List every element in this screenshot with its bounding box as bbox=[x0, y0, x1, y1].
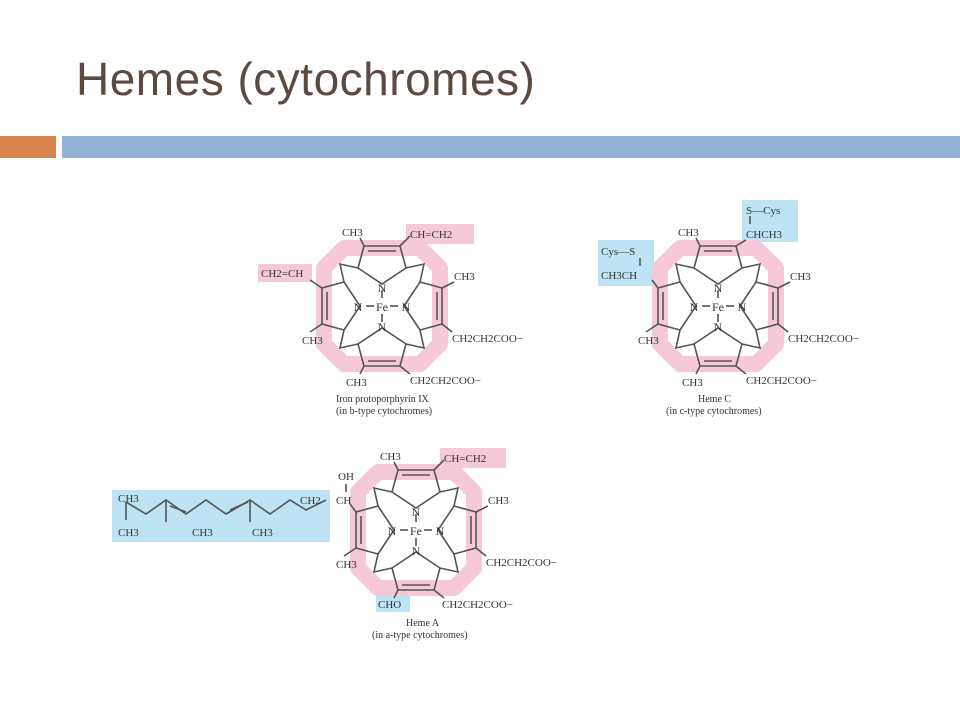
sub-left-upper-b: CH3CH bbox=[601, 270, 637, 282]
vinyl-highlight-top bbox=[440, 448, 506, 468]
sub-chain-ch: CH bbox=[336, 495, 351, 507]
sub-left-lower: CH3 bbox=[336, 559, 357, 571]
n-atom-top: N bbox=[714, 281, 723, 295]
n-atom-bottom: N bbox=[714, 320, 723, 334]
sub-top-right-b: CHCH3 bbox=[746, 229, 783, 241]
sub-top-right: CH=CH2 bbox=[444, 453, 486, 465]
sub-top-right: CH=CH2 bbox=[410, 229, 452, 241]
cys-highlight-top bbox=[742, 200, 798, 242]
molecule-protoporphyrin: Fe N N N N CH3 CH=CH2 CH2=CH CH3 CH3 CH2… bbox=[258, 224, 523, 417]
sub-top-left: CH3 bbox=[342, 227, 363, 239]
sub-bottom-right: CH2CH2COO− bbox=[410, 375, 481, 387]
slide-title: Hemes (cytochromes) bbox=[76, 53, 536, 105]
sub-bottom-right: CH2CH2COO− bbox=[442, 599, 513, 611]
caption-line1: Iron protoporphyrin IX bbox=[336, 394, 430, 405]
vinyl-highlight-top bbox=[406, 224, 474, 244]
sub-right-lower: CH2CH2COO− bbox=[452, 333, 523, 345]
accent-bar-orange bbox=[0, 136, 56, 158]
formyl-highlight bbox=[376, 594, 410, 612]
accent-bar-blue bbox=[62, 136, 960, 158]
fe-atom: Fe bbox=[410, 524, 422, 538]
cys-highlight-left bbox=[598, 240, 654, 286]
sub-left-lower: CH3 bbox=[638, 335, 659, 347]
n-atom-top: N bbox=[378, 281, 387, 295]
sub-top-right-a: S—Cys bbox=[746, 205, 780, 217]
molecule-heme-a: Fe N N N N CH3 CH=CH2 OH CH2 CH CH3 CH3 … bbox=[112, 448, 557, 641]
n-atom-left: N bbox=[690, 300, 699, 314]
fe-atom: Fe bbox=[712, 300, 724, 314]
caption-line1: Heme C bbox=[698, 394, 731, 405]
molecule-heme-c: Fe N N N N CH3 S—Cys CHCH3 Cys—S CH3CH C… bbox=[598, 200, 859, 417]
sub-left-lower: CH3 bbox=[302, 335, 323, 347]
n-atom-left: N bbox=[354, 300, 363, 314]
sub-chain-ch3-a: CH3 bbox=[118, 493, 139, 505]
sub-bottom-right: CH2CH2COO− bbox=[746, 375, 817, 387]
sub-right-upper: CH3 bbox=[454, 271, 475, 283]
caption-line2: (in c-type cytochromes) bbox=[666, 406, 762, 417]
sub-chain-ch3-b: CH3 bbox=[118, 527, 139, 539]
farnesyl-highlight bbox=[112, 490, 330, 542]
fe-atom: Fe bbox=[376, 300, 388, 314]
sub-top-left: CH3 bbox=[678, 227, 699, 239]
caption-line2: (in a-type cytochromes) bbox=[372, 630, 468, 641]
sub-chain-ch3-d: CH3 bbox=[252, 527, 273, 539]
sub-top-left: CH3 bbox=[380, 451, 401, 463]
sub-left-upper-a: Cys—S bbox=[601, 246, 635, 258]
n-atom-top: N bbox=[412, 505, 421, 519]
sub-bottom-left: CH3 bbox=[346, 377, 367, 389]
sub-oh: OH bbox=[338, 471, 354, 483]
sub-right-lower: CH2CH2COO− bbox=[486, 557, 557, 569]
n-atom-right: N bbox=[436, 524, 445, 538]
n-atom-right: N bbox=[738, 300, 747, 314]
sub-chain-ch2: CH2 bbox=[300, 495, 321, 507]
n-atom-bottom: N bbox=[412, 544, 421, 558]
sub-bottom-left: CHO bbox=[378, 599, 401, 611]
caption-line1: Heme A bbox=[406, 618, 440, 629]
n-atom-right: N bbox=[402, 300, 411, 314]
sub-left-upper: CH2=CH bbox=[261, 268, 303, 280]
n-atom-bottom: N bbox=[378, 320, 387, 334]
n-atom-left: N bbox=[388, 524, 397, 538]
caption-line2: (in b-type cytochromes) bbox=[336, 406, 432, 417]
sub-right-upper: CH3 bbox=[488, 495, 509, 507]
sub-chain-ch3-c: CH3 bbox=[192, 527, 213, 539]
sub-right-upper: CH3 bbox=[790, 271, 811, 283]
sub-right-lower: CH2CH2COO− bbox=[788, 333, 859, 345]
vinyl-highlight-left bbox=[258, 264, 312, 282]
sub-bottom-left: CH3 bbox=[682, 377, 703, 389]
